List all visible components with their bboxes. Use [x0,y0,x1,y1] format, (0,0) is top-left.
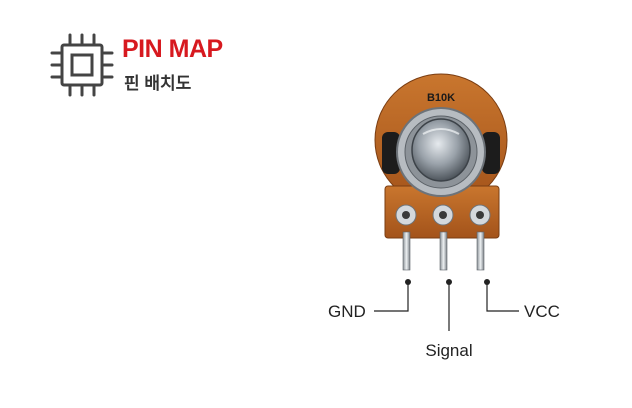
pin-connector-vcc [484,279,519,312]
pin-label-signal: Signal [425,341,472,360]
potentiometer-body [374,73,508,271]
pin-label-gnd: GND [328,302,366,321]
page-subtitle: 핀 배치도 [124,74,192,93]
page-title: PIN MAP [122,35,223,63]
chip-icon [50,33,114,97]
pin-connector-gnd [374,279,411,312]
pin-label-vcc: VCC [524,302,560,321]
pin-connector-signal [446,279,452,331]
pin-map-header: PIN MAP 핀 배치도 [48,31,248,101]
component-marking: B10K [427,92,455,104]
